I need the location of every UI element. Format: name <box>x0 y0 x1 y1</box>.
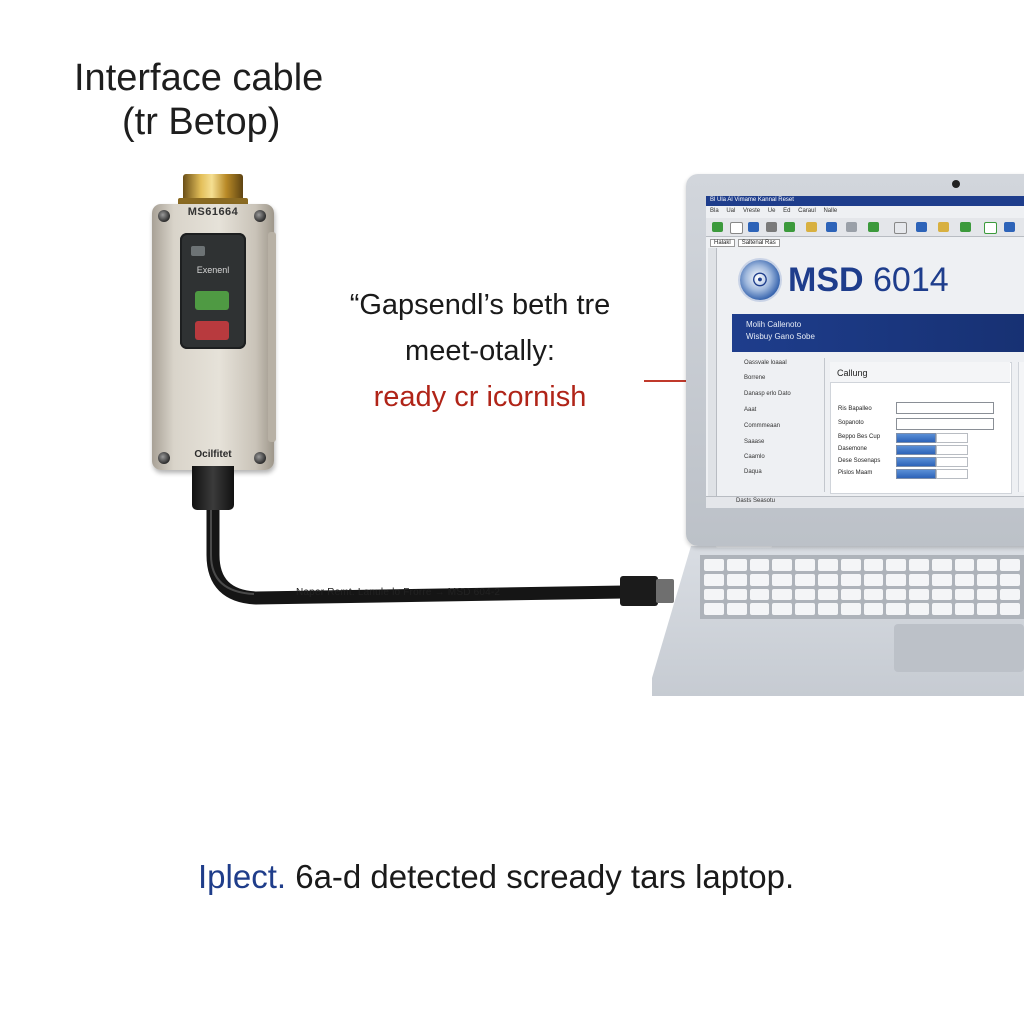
nav-item[interactable]: Danasp erlo Dato <box>744 391 791 397</box>
nav-item[interactable]: Saaase <box>744 439 765 445</box>
annotation-pointer-line <box>644 380 720 382</box>
settings-panel-header <box>830 362 1010 383</box>
annotation-line-2: meet-otally: <box>405 335 555 367</box>
device-red-button[interactable] <box>195 321 229 340</box>
nav-item[interactable]: Aaat <box>744 407 757 413</box>
laptop-touchpad[interactable] <box>894 624 1024 672</box>
select-field[interactable] <box>936 433 968 443</box>
select-field[interactable] <box>936 445 968 455</box>
brand-name: MSD <box>788 261 864 299</box>
screw-icon <box>254 210 266 222</box>
right-panel-edge <box>1018 362 1024 492</box>
globe-logo-icon <box>740 260 780 300</box>
screw-icon <box>254 452 266 464</box>
tab-second[interactable]: Saltenal Ras <box>737 239 780 247</box>
form-label: Ris Bapalleo <box>838 406 872 412</box>
app-brand-title: MSD 6014 <box>788 260 949 300</box>
toolbar-check-icon[interactable] <box>984 222 997 234</box>
select-field[interactable] <box>936 457 968 467</box>
device-bottom-label: Ocilfitet <box>194 449 232 460</box>
nav-item[interactable]: Oassvale loaaal <box>744 360 787 366</box>
cable-strain-relief <box>192 466 234 510</box>
app-status-bar <box>706 496 1024 508</box>
app-title-bar <box>706 196 1024 206</box>
settings-panel-title: Callung <box>837 368 868 378</box>
toolbar-chart-icon[interactable] <box>894 222 907 234</box>
nav-item[interactable]: Commmeaan <box>744 423 781 429</box>
form-label: Beppo Bes Cup <box>838 434 881 440</box>
app-left-scrollbar[interactable] <box>708 248 717 496</box>
selected-option[interactable] <box>896 433 936 443</box>
toolbar-back-icon[interactable] <box>712 222 723 232</box>
toolbar-lock-icon[interactable] <box>938 222 949 232</box>
annotation: “Gapsendl’s beth tre meet-otally: ready … <box>300 282 660 420</box>
device-green-button[interactable] <box>195 291 229 310</box>
status-led-icon <box>191 246 205 256</box>
toolbar-window-icon[interactable] <box>826 222 837 232</box>
banner-line-2: Wisbuy Gano Sobe <box>746 332 815 341</box>
banner-line-1: Molih Callenoto <box>746 320 802 329</box>
form-label: Pislos Maam <box>838 470 873 476</box>
form-label: Dasemone <box>838 446 868 452</box>
brand-number: 6014 <box>873 261 949 299</box>
text-field[interactable] <box>896 402 994 414</box>
usb-plug-connector <box>656 579 674 603</box>
nav-item[interactable]: Borrene <box>744 375 766 381</box>
app-menu-bar[interactable]: Bla Ual Vreste Ue Ed Caraul Nalle <box>710 208 838 214</box>
toolbar-info-icon[interactable] <box>1004 222 1015 232</box>
laptop-keyboard <box>700 555 1024 619</box>
status-text: Dasts Seasotu <box>736 498 776 504</box>
text-field[interactable] <box>896 418 994 430</box>
app-toolbar <box>706 218 1024 237</box>
globe-logo-mark: ☉ <box>751 270 769 290</box>
toolbar-document-icon[interactable] <box>730 222 743 234</box>
tab-first[interactable]: Halakl <box>710 239 735 247</box>
annotation-line-1: “Gapsendl’s beth tre <box>349 289 611 321</box>
screw-icon <box>158 210 170 222</box>
nav-item[interactable]: Daqua <box>744 469 762 475</box>
app-window-title: Bl Ula Al Vimame Kannal Reset <box>710 197 794 203</box>
select-field[interactable] <box>936 469 968 479</box>
annotation-line-3: ready cr icornish <box>373 381 587 413</box>
device-model-label: MS61664 <box>187 206 239 218</box>
footer-highlight: Iplect. <box>198 858 287 895</box>
device-connector-rim <box>178 198 248 208</box>
selected-option[interactable] <box>896 457 936 467</box>
screw-icon <box>158 452 170 464</box>
laptop-screen: Bl Ula Al Vimame Kannal Reset Bla Ual Vr… <box>706 196 1024 508</box>
toolbar-monitor-icon[interactable] <box>916 222 927 232</box>
pane-divider <box>824 358 825 492</box>
nav-item[interactable]: Caamlo <box>744 454 765 460</box>
toolbar-play-icon[interactable] <box>806 222 817 232</box>
form-label: Dese Sosenaps <box>838 458 881 464</box>
footer-text: 6a-d detected scready tars laptop. <box>286 858 795 895</box>
toolbar-tool-icon[interactable] <box>766 222 777 232</box>
cable-label: Naper Remt. Lanule lo Frorre → MSD 604-2 <box>296 587 501 598</box>
usb-plug-boot <box>620 576 658 606</box>
footer-caption: Iplect. 6a-d detected scready tars lapto… <box>198 858 794 896</box>
toolbar-save-icon[interactable] <box>748 222 759 232</box>
device-panel-label: Exenenl <box>196 265 230 275</box>
selected-option[interactable] <box>896 445 936 455</box>
toolbar-gear-icon[interactable] <box>846 222 857 232</box>
device-side-grip <box>268 232 276 442</box>
toolbar-settings-icon[interactable] <box>960 222 971 232</box>
toolbar-network-icon[interactable] <box>784 222 795 232</box>
webcam-icon <box>952 180 960 188</box>
toolbar-folder-icon[interactable] <box>868 222 879 232</box>
app-banner <box>732 314 1024 352</box>
heading-line-2: (tr Betop) <box>122 101 281 143</box>
heading: Interface cable (tr Betop) <box>74 56 323 144</box>
selected-option[interactable] <box>896 469 936 479</box>
form-label: Sopanoto <box>838 420 864 426</box>
heading-line-1: Interface cable <box>74 57 324 99</box>
